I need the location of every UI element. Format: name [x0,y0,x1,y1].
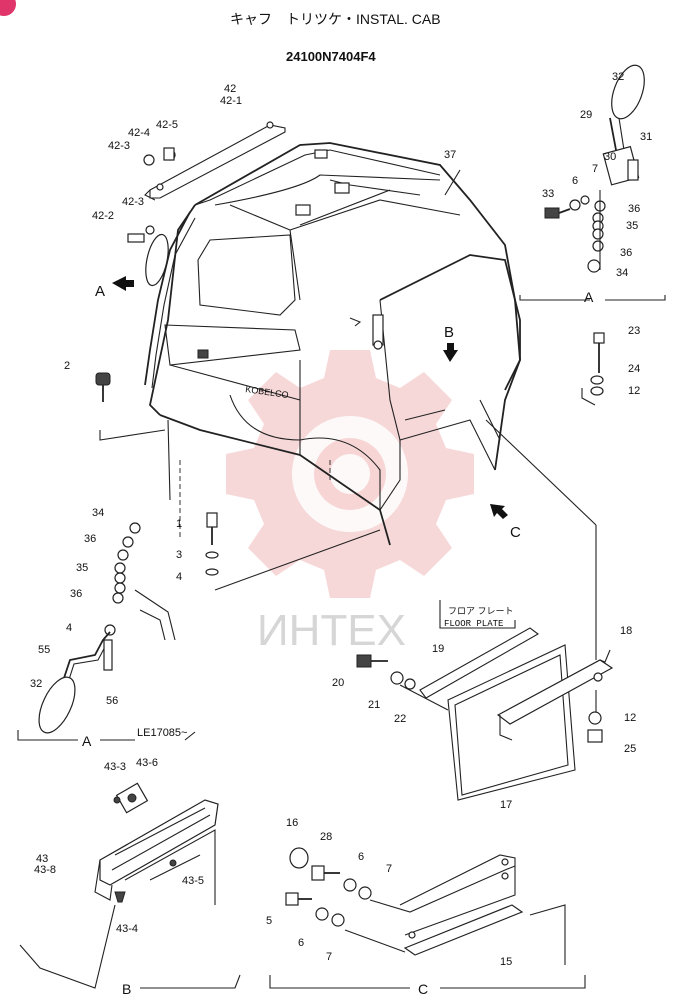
callout-21: 21 [368,699,380,711]
detail-a-top-drawing [519,64,666,301]
corner-badge [0,0,16,16]
main-leader-lines [99,169,597,660]
view-label-a: A [95,283,105,300]
callout-15: 15 [500,956,512,968]
callout-42-3-top: 42-3 [108,140,130,152]
callout-5: 5 [266,915,272,927]
callout-19: 19 [432,643,444,655]
callout-4-bottom: 4 [66,622,72,634]
callout-56: 56 [106,695,118,707]
callout-30: 30 [604,151,616,163]
detail-23-callouts: 23 24 12 [628,325,640,397]
callout-20: 20 [332,677,344,689]
callout-18: 18 [620,625,632,637]
callout-1: 1 [176,518,182,530]
view-label-c: C [510,524,521,541]
callout-55: 55 [38,644,50,656]
callout-43-3: 43-3 [104,761,126,773]
callout-6-c-a: 6 [358,851,364,863]
detail-b-label: B [122,981,131,997]
callout-43-5: 43-5 [182,875,204,887]
callout-16: 16 [286,817,298,829]
callout-42-5: 42-5 [156,119,178,131]
callout-7-c-b: 7 [326,951,332,963]
detail-a-top-label: A [584,289,594,305]
serial-note: LE17085~ [137,727,187,739]
callout-42-2: 42-2 [92,210,114,222]
floor-plate-en-label: FLOOR PLATE [444,619,503,629]
callout-36-top-b: 36 [620,247,632,259]
callout-12-upper: 12 [628,385,640,397]
callout-43-8: 43-8 [34,864,56,876]
callout-37: 37 [444,149,456,161]
floor-plate-drawing [356,600,614,801]
callout-7-top: 7 [592,163,598,175]
callout-23: 23 [628,325,640,337]
callout-35-bottom: 35 [76,562,88,574]
callout-42-1: 42-1 [220,95,242,107]
callout-35-top: 35 [626,220,638,232]
callout-42: 42 [224,83,236,95]
detail-23-drawing [581,332,605,406]
callout-6-top: 6 [572,175,578,187]
callout-22: 22 [394,713,406,725]
callout-7-c-a: 7 [386,863,392,875]
detail-c-label: C [418,981,428,997]
callout-12-lower: 12 [624,712,636,724]
detail-c-callouts: 16 28 6 7 5 6 7 15 [266,817,512,968]
callout-43-6: 43-6 [136,757,158,769]
main-small-parts [95,147,219,576]
page-title: キャフ トリツケ・INSTAL. CAB [230,11,441,27]
floor-plate-jp-label: フロア フレート [448,606,514,616]
callout-17: 17 [500,799,512,811]
callout-28: 28 [320,831,332,843]
cab-body-drawing: KOBELCO [144,121,521,546]
watermark-gear-logo [226,350,474,598]
detail-b-callouts: 43-3 43-6 43 43-8 43-5 43-4 [34,757,204,935]
view-label-b: B [444,324,454,341]
view-arrow-c [490,504,508,519]
view-arrow-b [443,343,458,362]
detail-b-drawing [19,782,241,989]
callout-32-top: 32 [612,71,624,83]
detail-a-bottom-callouts: 34 36 35 36 4 55 32 56 [30,507,118,707]
callout-42-3-mid: 42-3 [122,196,144,208]
main-callouts: 42 42-1 42-5 42-4 42-3 42-3 42-2 37 2 1 … [64,83,456,583]
watermark-text: ИНТЕХ [257,606,406,655]
floor-plate-callouts: 18 19 20 21 22 12 25 17 [332,625,636,811]
detail-a-bottom-drawing [17,522,196,741]
part-number: 24100N7404F4 [286,49,376,64]
callout-34-bottom: 34 [92,507,104,519]
detail-a-top-callouts: 32 29 31 30 7 6 33 36 35 36 34 [542,71,652,279]
callout-32-bottom: 32 [30,678,42,690]
callout-6-c-b: 6 [298,937,304,949]
callout-43: 43 [36,853,48,865]
callout-33: 33 [542,188,554,200]
callout-29: 29 [580,109,592,121]
callout-36-top-a: 36 [628,203,640,215]
callout-2: 2 [64,360,70,372]
detail-a-bottom-label: A [82,733,92,749]
view-arrow-a [112,276,134,291]
callout-36-bottom-b: 36 [70,588,82,600]
detail-c-drawing [269,847,586,989]
callout-3: 3 [176,549,182,561]
callout-25: 25 [624,743,636,755]
callout-34-top: 34 [616,267,628,279]
callout-43-4: 43-4 [116,923,138,935]
callout-4: 4 [176,571,182,583]
callout-24: 24 [628,363,640,375]
callout-31: 31 [640,131,652,143]
callout-36-bottom-a: 36 [84,533,96,545]
callout-42-4: 42-4 [128,127,150,139]
